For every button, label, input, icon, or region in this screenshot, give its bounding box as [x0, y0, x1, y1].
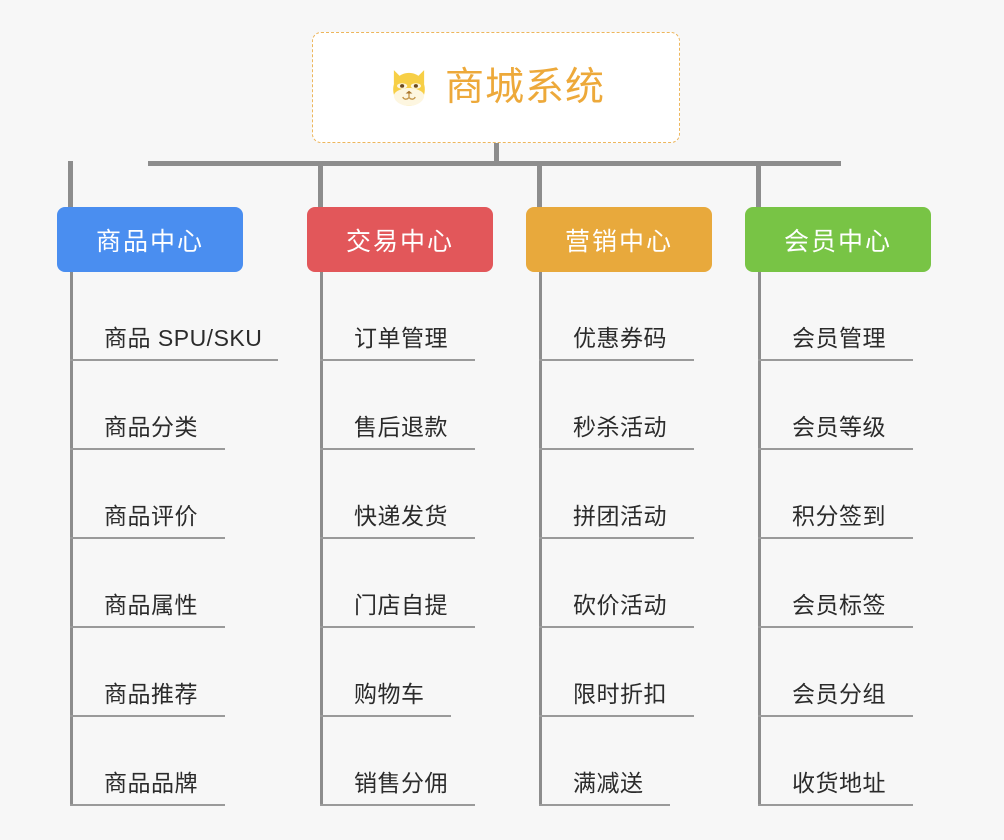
leaf-item-label: 订单管理 [354, 325, 448, 351]
branch-spine [539, 272, 542, 806]
shiba-dog-face-icon [393, 69, 425, 106]
leaf-underline [320, 804, 475, 806]
leaf-item[interactable]: 会员管理 [758, 272, 913, 361]
leaf-item-label: 拼团活动 [573, 503, 667, 529]
branch-column-1: 商品 SPU/SKU 商品分类商品评价商品属性商品推荐商品品牌 [70, 272, 278, 806]
connector-drop-3 [537, 161, 542, 207]
leaf-item[interactable]: 会员分组 [758, 628, 913, 717]
leaf-item-label: 积分签到 [792, 503, 886, 529]
leaf-item-label: 限时折扣 [573, 681, 667, 707]
leaf-underline [70, 804, 225, 806]
leaf-underline [539, 537, 694, 539]
branch-header-4[interactable]: 会员中心 [745, 207, 931, 272]
leaf-underline [758, 448, 913, 450]
leaf-item-label: 商品品牌 [104, 770, 198, 796]
leaf-item-label: 商品推荐 [104, 681, 198, 707]
leaf-item-label: 售后退款 [354, 414, 448, 440]
leaf-underline [758, 626, 913, 628]
branch-column-2: 订单管理售后退款快递发货门店自提购物车销售分佣 [320, 272, 475, 806]
leaf-item[interactable]: 会员标签 [758, 539, 913, 628]
branch-spine [320, 272, 323, 806]
leaf-item[interactable]: 拼团活动 [539, 450, 694, 539]
leaf-underline [539, 715, 694, 717]
leaf-underline [539, 359, 694, 361]
leaf-item[interactable]: 限时折扣 [539, 628, 694, 717]
connector-horizontal-bus [148, 161, 841, 166]
leaf-underline [70, 626, 225, 628]
leaf-underline [320, 626, 475, 628]
leaf-underline [320, 359, 475, 361]
leaf-underline [539, 448, 694, 450]
connector-root-stem [494, 143, 499, 166]
leaf-item[interactable]: 满减送 [539, 717, 670, 806]
leaf-underline [70, 715, 225, 717]
leaf-item-label: 商品 SPU/SKU [104, 325, 263, 351]
connector-drop-2 [318, 161, 323, 207]
leaf-underline [320, 715, 451, 717]
leaf-underline [320, 537, 475, 539]
leaf-underline [320, 448, 475, 450]
root-node-mall-system[interactable]: 商城系统 [312, 32, 680, 143]
leaf-item[interactable]: 商品品牌 [70, 717, 262, 806]
leaf-underline [70, 359, 278, 361]
leaf-item-label: 秒杀活动 [573, 414, 667, 440]
branch-spine [70, 272, 73, 806]
leaf-item[interactable]: 商品评价 [70, 450, 262, 539]
leaf-underline [70, 537, 225, 539]
leaf-item[interactable]: 优惠券码 [539, 272, 694, 361]
branch-column-4: 会员管理会员等级积分签到会员标签会员分组收货地址 [758, 272, 913, 806]
leaf-item-label: 商品属性 [104, 592, 198, 618]
leaf-item[interactable]: 销售分佣 [320, 717, 475, 806]
branch-header-3[interactable]: 营销中心 [526, 207, 712, 272]
branch-header-label: 营销中心 [564, 227, 673, 256]
leaf-item-label: 优惠券码 [573, 325, 667, 351]
branch-header-2[interactable]: 交易中心 [307, 207, 493, 272]
connector-drop-4 [756, 161, 761, 207]
branch-header-label: 会员中心 [783, 227, 892, 256]
leaf-item-label: 满减送 [573, 770, 644, 796]
leaf-underline [758, 359, 913, 361]
branch-header-label: 交易中心 [345, 227, 454, 256]
leaf-underline [758, 804, 913, 806]
leaf-item-label: 砍价活动 [573, 592, 667, 618]
connector-drop-1 [68, 161, 73, 207]
leaf-item[interactable]: 商品推荐 [70, 628, 262, 717]
leaf-item-label: 快递发货 [354, 503, 448, 529]
leaf-item-label: 商品评价 [104, 503, 198, 529]
leaf-item-label: 会员分组 [792, 681, 886, 707]
leaf-underline [539, 626, 694, 628]
leaf-item[interactable]: 订单管理 [320, 272, 475, 361]
root-node-title: 商城系统 [444, 66, 605, 109]
leaf-item-label: 门店自提 [354, 592, 448, 618]
leaf-item-label: 会员管理 [792, 325, 886, 351]
leaf-item-label: 会员等级 [792, 414, 886, 440]
leaf-item[interactable]: 会员等级 [758, 361, 913, 450]
branch-header-1[interactable]: 商品中心 [57, 207, 243, 272]
leaf-item[interactable]: 砍价活动 [539, 539, 694, 628]
leaf-item[interactable]: 商品分类 [70, 361, 262, 450]
leaf-item[interactable]: 购物车 [320, 628, 451, 717]
leaf-underline [758, 715, 913, 717]
leaf-item[interactable]: 收货地址 [758, 717, 913, 806]
leaf-item[interactable]: 售后退款 [320, 361, 475, 450]
leaf-item-label: 销售分佣 [354, 770, 448, 796]
leaf-item[interactable]: 积分签到 [758, 450, 913, 539]
leaf-item-label: 购物车 [354, 681, 425, 707]
branch-column-3: 优惠券码秒杀活动拼团活动砍价活动限时折扣满减送 [539, 272, 694, 806]
leaf-item[interactable]: 商品 SPU/SKU [70, 272, 278, 361]
leaf-item-label: 商品分类 [104, 414, 198, 440]
root-node-content: 商城系统 [387, 66, 605, 110]
leaf-item[interactable]: 商品属性 [70, 539, 262, 628]
leaf-item-label: 收货地址 [792, 770, 886, 796]
leaf-item[interactable]: 门店自提 [320, 539, 475, 628]
leaf-underline [70, 448, 225, 450]
leaf-item-label: 会员标签 [792, 592, 886, 618]
branch-spine [758, 272, 761, 806]
leaf-item[interactable]: 秒杀活动 [539, 361, 694, 450]
leaf-item[interactable]: 快递发货 [320, 450, 475, 539]
leaf-underline [758, 537, 913, 539]
leaf-underline [539, 804, 670, 806]
branch-header-label: 商品中心 [95, 227, 204, 256]
